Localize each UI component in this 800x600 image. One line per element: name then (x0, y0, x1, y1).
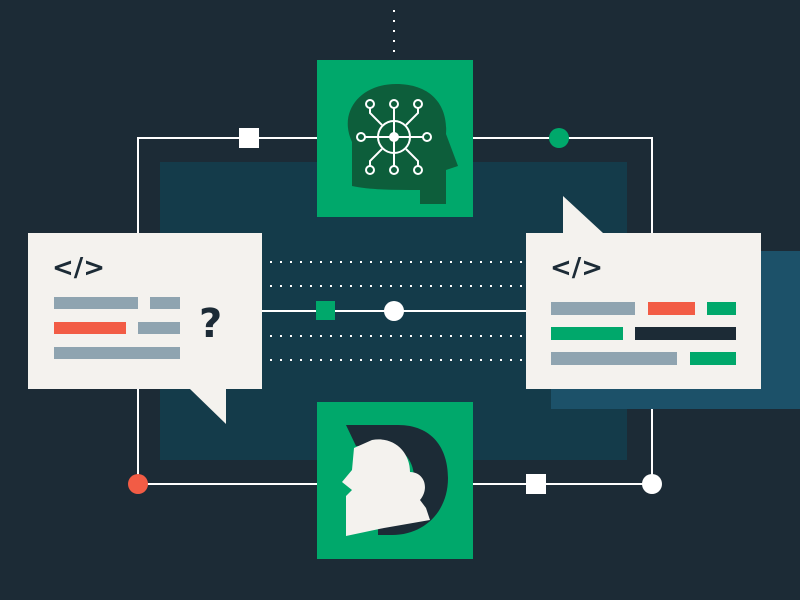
code-line-bar (551, 352, 677, 365)
node-circle-middle (384, 301, 404, 321)
top-tile (317, 60, 473, 217)
code-line-bar (54, 347, 180, 359)
left-speech-bubble: </> ? (28, 233, 262, 424)
ai-brain-circuit-icon (347, 84, 458, 204)
code-line-bar-error (648, 302, 695, 315)
node-circle-bottom-right (642, 474, 662, 494)
node-square-middle (316, 301, 335, 320)
node-circle-bottom-left (128, 474, 148, 494)
code-line-bar (138, 322, 180, 334)
node-circle-top-right (549, 128, 569, 148)
code-line-bar-success (551, 327, 623, 340)
left-code-symbol: </> (52, 253, 105, 283)
question-mark: ? (199, 301, 222, 347)
human-head-profile-icon (342, 439, 430, 536)
code-line-bar (150, 297, 180, 309)
node-square-top-left (239, 128, 259, 148)
code-line-bar-success (707, 302, 736, 315)
code-line-bar-error (54, 322, 126, 334)
code-line-bar (551, 302, 635, 315)
right-speech-bubble: </> (526, 196, 800, 409)
code-line-bar-success (690, 352, 736, 365)
code-line-bar (54, 297, 138, 309)
bottom-tile (317, 402, 473, 559)
code-line-bar-dark (635, 327, 736, 340)
node-square-bottom-right (526, 474, 546, 494)
right-code-symbol: </> (550, 253, 603, 283)
